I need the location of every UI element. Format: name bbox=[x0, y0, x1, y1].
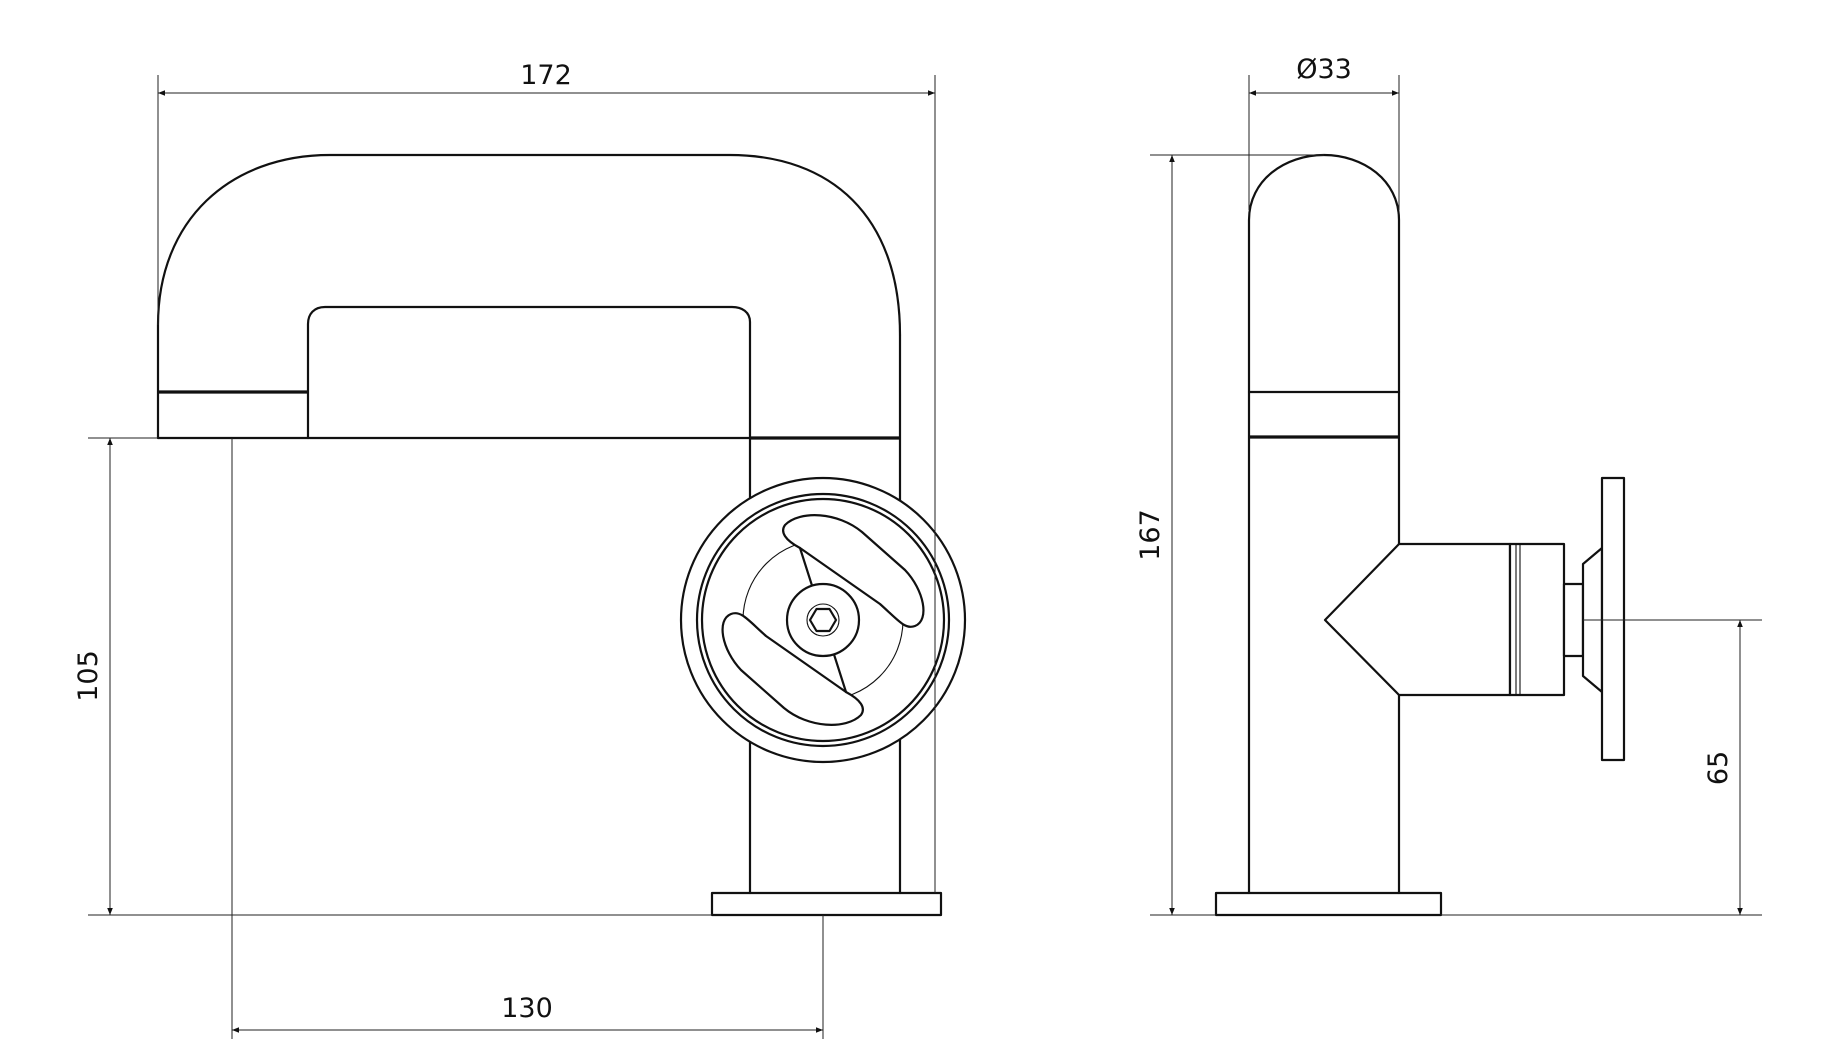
dim-diameter-label: Ø33 bbox=[1296, 54, 1352, 85]
front-aerator bbox=[156, 390, 310, 440]
dim-167-label: 167 bbox=[1135, 509, 1166, 561]
side-wheel bbox=[1600, 476, 1626, 762]
dim-130-label: 130 bbox=[501, 993, 553, 1024]
front-view bbox=[156, 153, 967, 917]
dim-172-label: 172 bbox=[520, 60, 572, 91]
side-aerator bbox=[1247, 390, 1401, 439]
wheel-handle bbox=[679, 476, 967, 764]
side-base-plate bbox=[1214, 891, 1443, 917]
side-view bbox=[1214, 153, 1626, 917]
dimension-lines bbox=[88, 75, 1762, 1039]
front-base-plate bbox=[710, 891, 943, 917]
front-spout bbox=[156, 153, 902, 440]
side-valve-collar bbox=[1508, 542, 1566, 697]
side-body bbox=[1247, 153, 1401, 895]
dim-65-label: 65 bbox=[1703, 751, 1734, 785]
dim-105-label: 105 bbox=[73, 650, 104, 702]
side-valve-body bbox=[1323, 542, 1512, 697]
hex-screw-icon bbox=[808, 607, 838, 633]
